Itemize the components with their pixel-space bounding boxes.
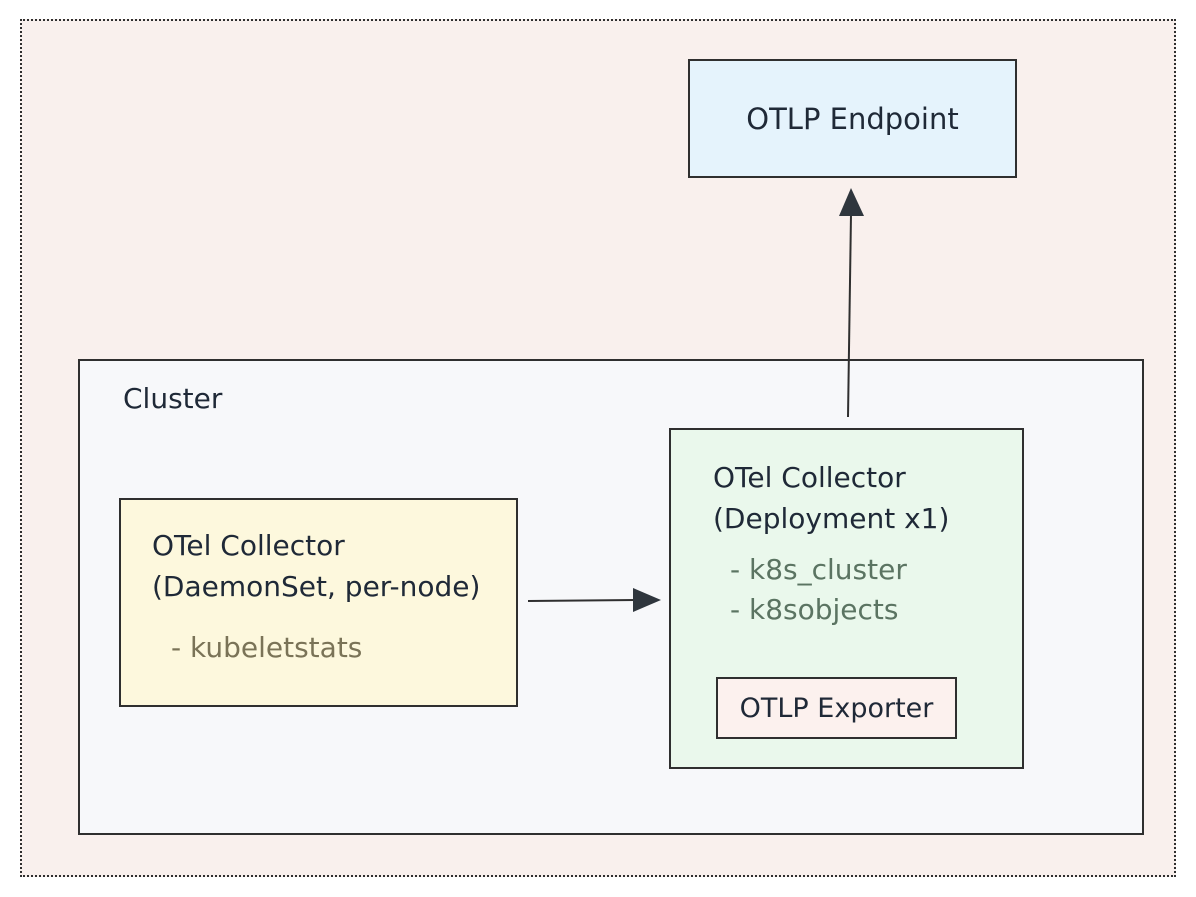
cluster-label: Cluster: [123, 382, 223, 415]
deployment-collector-title: OTel Collector: [713, 461, 906, 494]
arrowhead-up-icon: [839, 188, 864, 216]
arrowhead-right-icon: [633, 588, 661, 612]
daemonset-collector-node: [119, 498, 518, 707]
otlp-endpoint-node: OTLP Endpoint: [688, 59, 1017, 178]
deployment-receiver-k8sobjects: - k8sobjects: [730, 593, 899, 626]
edge-deployment-to-endpoint: [839, 188, 864, 418]
deployment-receiver-k8s-cluster: - k8s_cluster: [730, 553, 907, 586]
otlp-exporter-node: OTLP Exporter: [716, 677, 957, 739]
deployment-collector-subtitle: (Deployment x1): [713, 502, 950, 535]
edge-line: [527, 599, 637, 602]
daemonset-collector-subtitle: (DaemonSet, per-node): [152, 570, 481, 603]
daemonset-collector-title: OTel Collector: [152, 529, 345, 562]
edge-line: [847, 213, 852, 418]
edge-daemonset-to-deployment: [527, 588, 661, 612]
daemonset-receiver-kubeletstats: - kubeletstats: [171, 631, 363, 664]
otlp-exporter-label: OTLP Exporter: [739, 692, 934, 724]
otlp-endpoint-label: OTLP Endpoint: [746, 101, 959, 136]
